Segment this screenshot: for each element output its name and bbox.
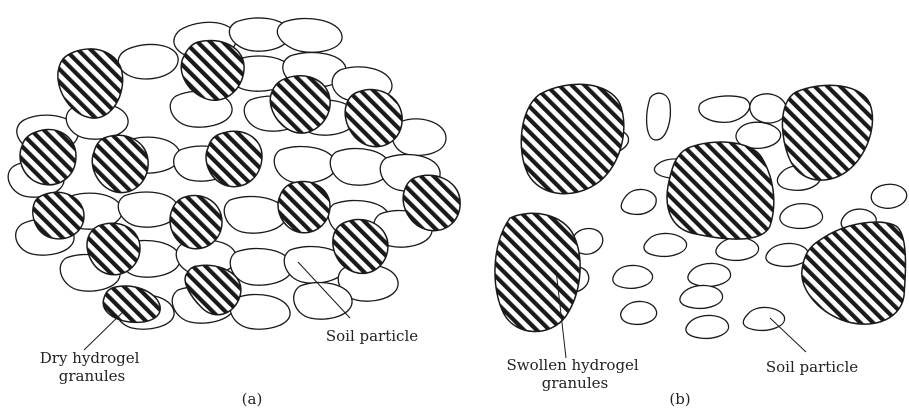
soil-particle (621, 189, 656, 214)
soil-particle (621, 301, 657, 324)
soil-particle (647, 93, 671, 140)
soil-particle (277, 18, 342, 52)
soil-particle (224, 196, 286, 233)
dry-hydrogel-granule (345, 89, 402, 146)
swollen-hydrogel-granule (782, 85, 872, 180)
soil-particle (294, 282, 352, 319)
soil-particle (716, 237, 759, 260)
dry-hydrogel-label: Dry hydrogel granules (40, 349, 144, 385)
soil-particle (118, 192, 178, 227)
soil-particle-label-a: Soil particle (326, 327, 418, 345)
panel-b-caption: (b) (669, 390, 690, 408)
swollen-hydrogel-label-line2: granules (542, 374, 608, 392)
swollen-hydrogel-granule (802, 222, 906, 324)
soil-particle (644, 233, 687, 256)
soil-particle (743, 307, 784, 330)
dry-hydrogel-granule (170, 195, 222, 248)
soil-particle (680, 285, 723, 308)
soil-particle (688, 263, 731, 286)
dry-hydrogel-granule (206, 131, 262, 186)
dry-hydrogel-granule (92, 135, 148, 192)
soil-particle (766, 243, 809, 266)
leader-line-dry-hydrogel (84, 310, 125, 350)
dry-hydrogel-label-line1: Dry hydrogel (40, 349, 140, 367)
swollen-hydrogel-label-line1: Swollen hydrogel (506, 356, 638, 374)
soil-particle-label-b: Soil particle (766, 358, 858, 376)
dry-hydrogel-granule (278, 181, 330, 232)
soil-particle (686, 315, 729, 338)
soil-particle (699, 96, 750, 122)
soil-particle (118, 44, 178, 79)
dry-hydrogel-label-line2: granules (59, 367, 125, 385)
soil-particle (230, 248, 292, 285)
panel-a-dry-mixture: Dry hydrogel granules Soil particle (a) (8, 18, 460, 408)
dry-hydrogel-granule (33, 192, 84, 239)
dry-hydrogel-granule (103, 286, 160, 322)
dry-hydrogel-granule (58, 49, 123, 118)
soil-particle (871, 184, 906, 208)
dry-hydrogel-granule (20, 129, 76, 184)
panel-a-caption: (a) (242, 390, 263, 408)
swollen-hydrogel-granule (667, 142, 774, 239)
panel-b-swollen-mixture: Swollen hydrogel granules Soil particle … (495, 84, 907, 408)
swollen-hydrogel-label: Swollen hydrogel granules (506, 356, 643, 392)
swollen-hydrogel-granule (495, 213, 580, 331)
leader-line-soil-particle-b (770, 318, 806, 352)
swollen-hydrogel-granule (521, 84, 624, 193)
soil-particle (613, 265, 653, 288)
soil-particle (750, 94, 787, 123)
soil-particle (780, 204, 823, 229)
soil-particle (274, 146, 336, 183)
